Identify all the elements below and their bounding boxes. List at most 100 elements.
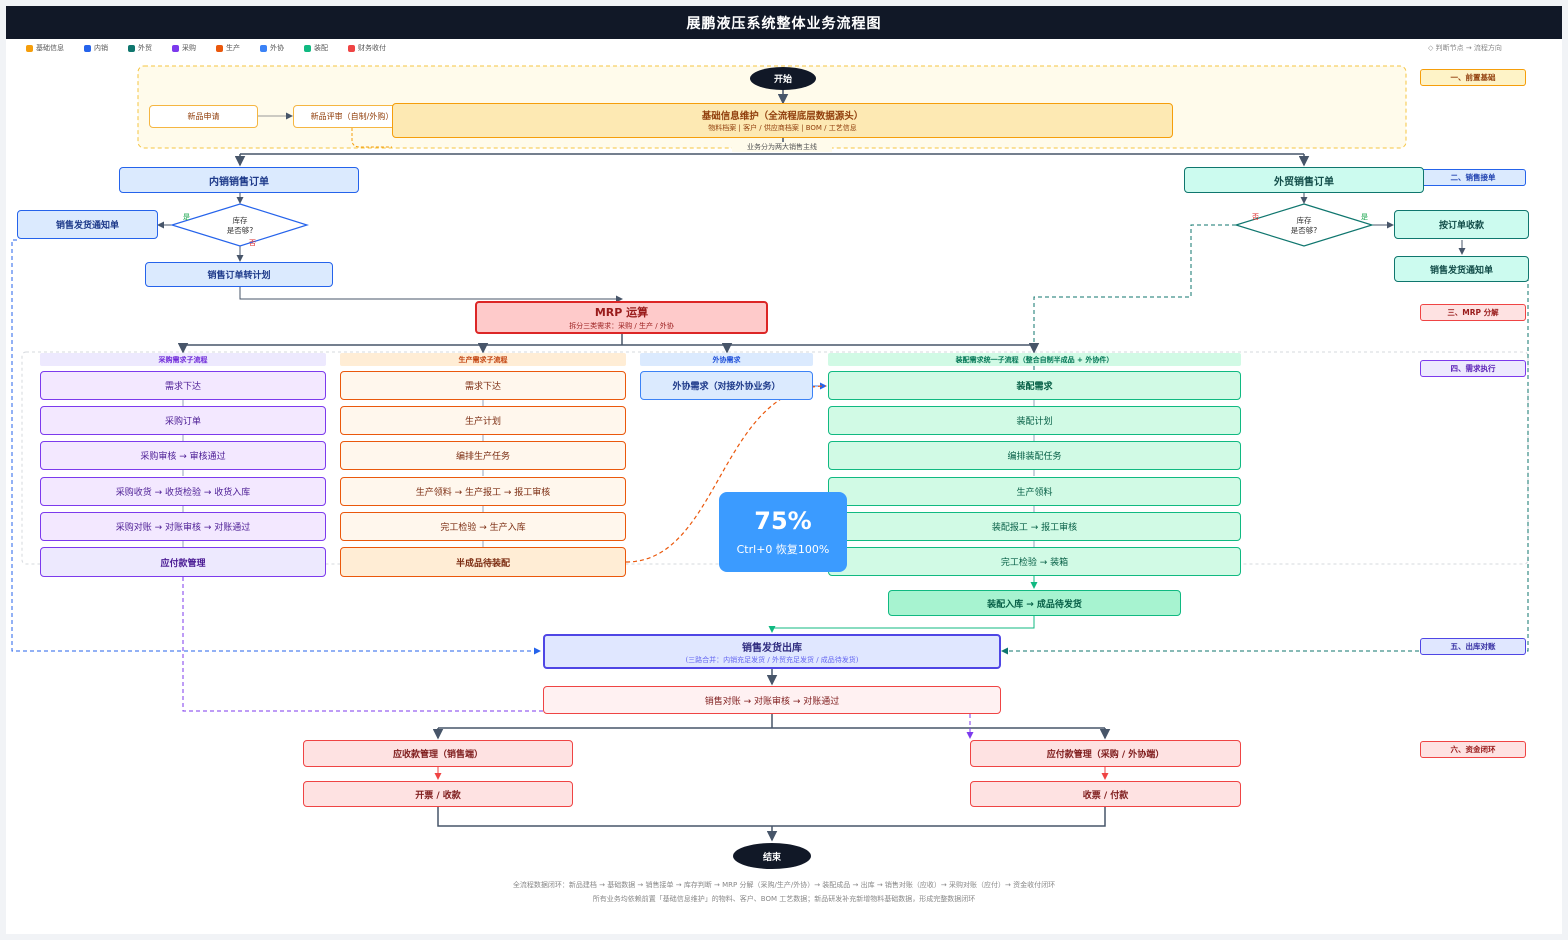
connector [239,287,623,303]
assembly-storage: 装配入库 → 成品待发货 [888,590,1181,616]
connector [768,616,1035,633]
foreign-decision: 库存 是否够? [1290,216,1318,235]
production-step: 生产领料 → 生产报工 → 报工审核 [340,477,626,506]
order-to-plan: 销售订单转计划 [145,262,333,287]
zoom-percent: 75% [754,507,812,535]
zoom-hint: Ctrl+0 恢复100% [736,543,830,556]
payable-management: 应付款管理（采购 / 外协端） [970,740,1241,767]
legend-note: ◇ 判断节点 → 流程方向 [1428,44,1502,52]
legend-swatch [84,44,91,52]
purchase-header: 采购需求子流程 [40,353,326,366]
zoom-indicator[interactable]: 75% Ctrl+0 恢复100% [719,492,847,572]
stage-label: 二、销售接单 [1420,169,1526,186]
legend-label: 外贸 [138,44,152,52]
connector [437,807,1106,827]
domestic-decision-diamond [169,203,310,247]
legend-label: 内销 [94,44,108,52]
legend-swatch [26,44,33,52]
purchase-step: 需求下达 [40,371,326,400]
foreign-order-receipt: 按订单收款 [1394,210,1529,239]
connector [1033,224,1236,372]
connector [351,128,392,148]
outsource-header: 外协需求 [640,353,813,366]
page-title: 展鹏液压系统整体业务流程图 [6,6,1562,39]
split-label: 业务分为两大销售主线 [732,142,832,152]
purchase-step: 采购订单 [40,406,326,435]
legend-label: 财务收付 [358,44,386,52]
assembly-step: 装配需求 [828,371,1241,400]
legend-item: 外贸 [128,43,152,53]
legend-swatch [260,44,267,52]
mrp-subtitle: 拆分三类需求：采购 / 生产 / 外协 [569,322,674,330]
base-info-subtitle: 物料档案 | 客户 / 供应商档案 | BOM / 工艺信息 [708,124,857,132]
legend-swatch [216,44,223,52]
sales-shipping-out: 销售发货出库 (三路合并：内销充足发货 / 外贸充足发货 / 成品待发货) [543,634,1001,669]
stage-label: 五、出库对账 [1420,638,1526,655]
production-semi-finished: 半成品待装配 [340,547,626,577]
connector [1001,270,1529,655]
assembly-step: 编排装配任务 [828,441,1241,470]
legend-item: 生产 [216,43,240,53]
legend-item: 财务收付 [348,43,386,53]
foreign-decision-diamond [1233,203,1375,247]
connector [11,239,541,655]
legend-label: 采购 [182,44,196,52]
execution-section [21,351,1529,565]
production-step: 需求下达 [340,371,626,400]
footer-line: 全流程数据闭环：新品建档 → 基础数据 → 销售接单 → 库存判断 → MRP … [512,881,1056,889]
mrp-calculation: MRP 运算 拆分三类需求：采购 / 生产 / 外协 [475,301,768,334]
legend-label: 外协 [270,44,284,52]
stage-label: 六、资金闭环 [1420,741,1526,758]
end-node: 结束 [733,843,811,869]
purchase-step: 采购收货 → 收货检验 → 收货入库 [40,477,326,506]
receivable-management: 应收款管理（销售端） [303,740,573,767]
foreign-yes-label: 是 [1361,213,1368,221]
sales-reconciliation: 销售对账 → 对账审核 → 对账通过 [543,686,1001,714]
mrp-title: MRP 运算 [594,306,649,319]
legend-item: 基础信息 [26,43,64,53]
production-step: 编排生产任务 [340,441,626,470]
stage-label: 四、需求执行 [1420,360,1526,377]
stage-label: 三、MRP 分解 [1420,304,1526,321]
legend-swatch [172,44,179,52]
legend-swatch [128,44,135,52]
foreign-sales-order: 外贸销售订单 [1184,167,1424,193]
legend-swatch [348,44,355,52]
production-step: 生产计划 [340,406,626,435]
invoice-collection: 开票 / 收款 [303,781,573,807]
assembly-step: 装配报工 → 报工审核 [828,512,1241,541]
legend-label: 装配 [314,44,328,52]
production-step: 完工检验 → 生产入库 [340,512,626,541]
domestic-sales-order: 内销销售订单 [119,167,359,193]
domestic-yes-label: 是 [183,213,190,221]
invoice-payment: 收票 / 付款 [970,781,1241,807]
base-info-title: 基础信息维护（全流程底层数据源头） [701,111,864,122]
production-header: 生产需求子流程 [340,353,626,366]
legend-item: 外协 [260,43,284,53]
domestic-decision: 库存 是否够? [226,216,254,235]
shipping-title: 销售发货出库 [742,642,802,654]
purchase-payable: 应付款管理 [40,547,326,577]
domestic-no-label: 否 [249,239,256,247]
assembly-step: 完工检验 → 装箱 [828,547,1241,576]
legend-item: 内销 [84,43,108,53]
assembly-step: 生产领料 [828,477,1241,506]
legend-item: 装配 [304,43,328,53]
purchase-step: 采购对账 → 对账审核 → 对账通过 [40,512,326,541]
legend-label: 基础信息 [36,44,64,52]
shipping-subtitle: (三路合并：内销充足发货 / 外贸充足发货 / 成品待发货) [685,655,859,664]
purchase-step: 采购审核 → 审核通过 [40,441,326,470]
footer-line: 所有业务均依赖前置「基础信息维护」的物料、客户、BOM 工艺数据；新品研发补充新… [592,895,976,903]
assembly-header: 装配需求统一子流程（整合自制半成品 + 外协件） [828,353,1241,366]
new-product-review: 新品评审（自制/外购） [293,105,411,128]
connector [625,385,827,563]
assembly-step: 装配计划 [828,406,1241,435]
legend-item: 采购 [172,43,196,53]
domestic-shipping-notice: 销售发货通知单 [17,210,158,239]
base-info-maintenance: 基础信息维护（全流程底层数据源头） 物料档案 | 客户 / 供应商档案 | BO… [392,103,1173,138]
legend-swatch [304,44,311,52]
step-connectors [182,400,1035,547]
new-product-apply: 新品申请 [149,105,258,128]
foreign-shipping-notice: 销售发货通知单 [1394,256,1529,282]
